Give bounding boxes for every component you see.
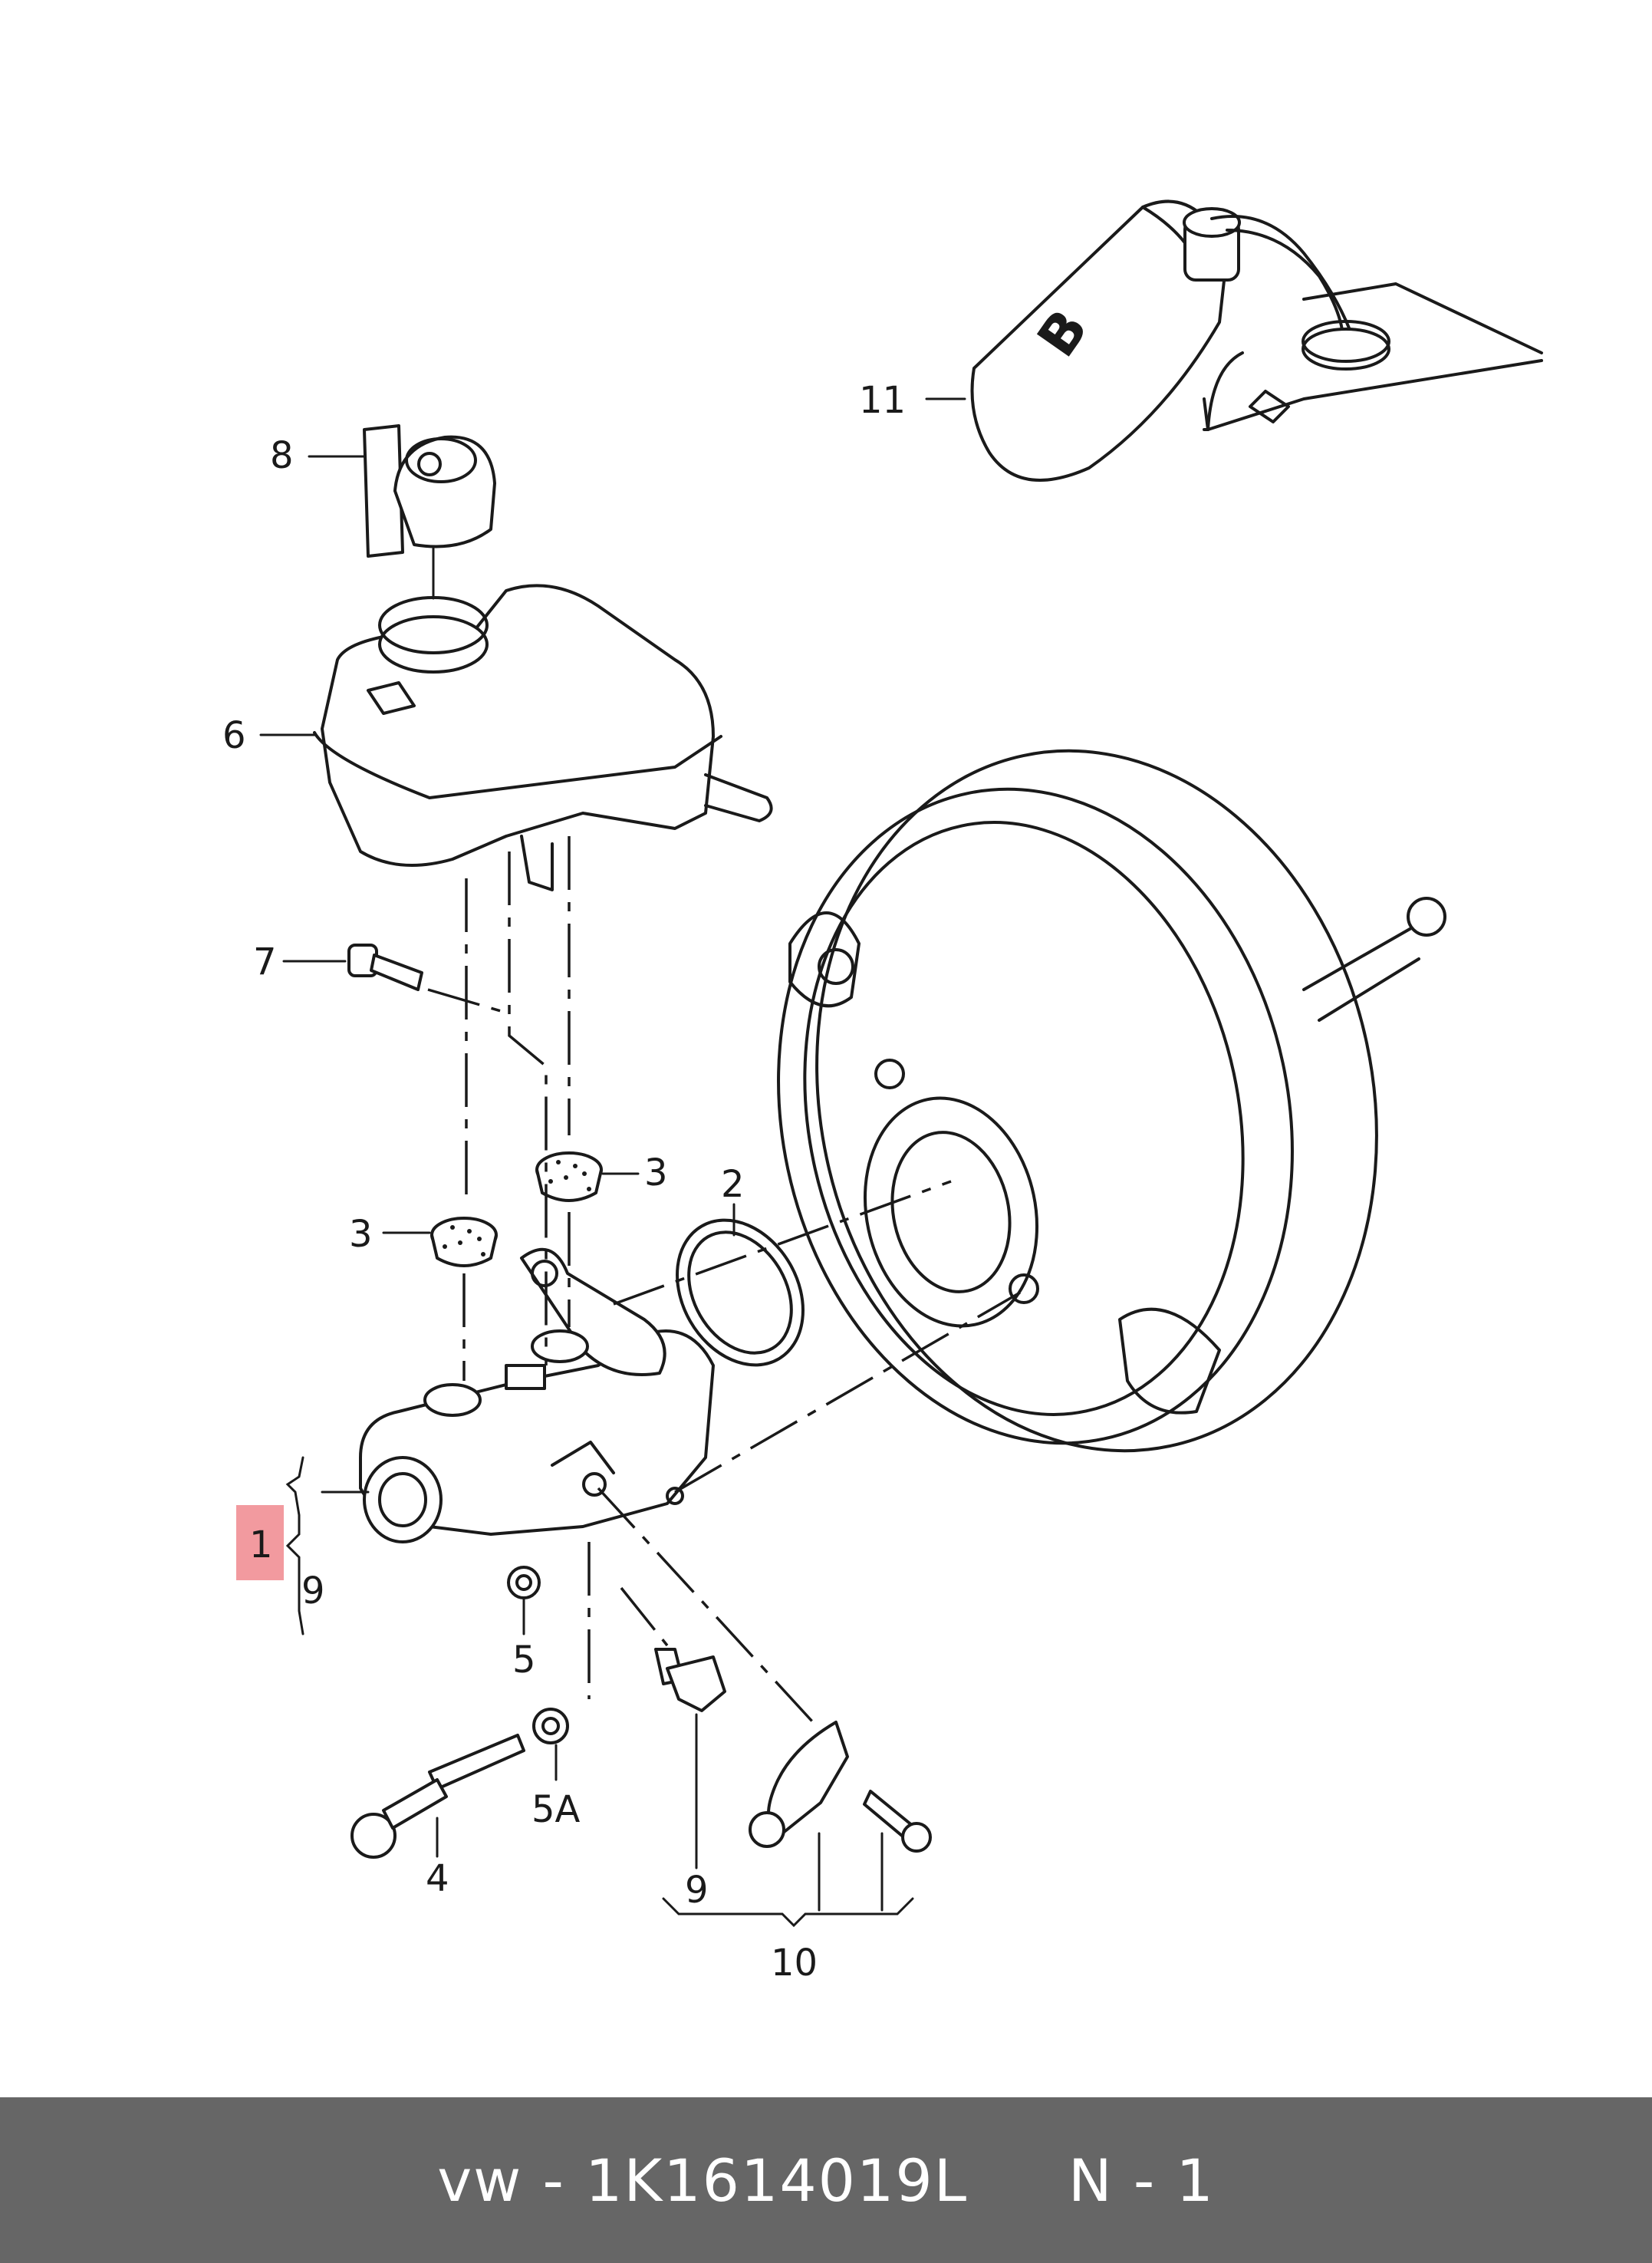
callout-4: 4	[426, 1857, 449, 1900]
callout-labels: 1 2 3 3 4 5 5A 6 7 8 9 9 10 11	[222, 379, 906, 1985]
callout-6: 6	[222, 714, 246, 757]
callout-5a: 5A	[531, 1788, 581, 1831]
callout-10: 10	[771, 1942, 818, 1985]
callout-9-bottom: 9	[685, 1869, 709, 1912]
callout-11: 11	[859, 379, 906, 422]
switch-10-drawing	[749, 1721, 932, 1853]
bolt-4-drawing	[350, 1734, 525, 1859]
reservoir-cap-drawing	[363, 424, 496, 558]
screw-7-drawing	[347, 944, 423, 991]
footer-bar: vw - 1K1614019L N - 1	[0, 2097, 1652, 2263]
callout-7: 7	[253, 940, 277, 983]
callout-9-left: 9	[301, 1570, 325, 1612]
part-number-caption: vw - 1K1614019L N - 1	[437, 2146, 1215, 2215]
nut-5a-drawing	[532, 1708, 569, 1744]
nut-5-drawing	[507, 1566, 541, 1599]
callout-5: 5	[512, 1639, 536, 1682]
inset-hose-connection-drawing: B	[970, 199, 1543, 482]
callout-2: 2	[721, 1163, 745, 1206]
callout-1: 1	[249, 1523, 273, 1566]
seal-ring-drawing	[676, 1218, 805, 1367]
leader-lines	[259, 397, 966, 1928]
brake-booster-drawing	[777, 749, 1446, 1453]
reservoir-drawing	[313, 584, 773, 891]
callout-1-highlight	[236, 1505, 284, 1580]
assembly-lines	[427, 547, 1021, 1724]
grommet-right-drawing	[535, 1151, 603, 1202]
callout-3-left: 3	[349, 1213, 373, 1256]
parts-exploded-diagram: B	[222, 199, 1543, 1985]
sensor-9-drawing	[654, 1648, 726, 1712]
callout-3-right: 3	[644, 1151, 668, 1194]
grommet-left-drawing	[430, 1217, 498, 1267]
callout-8: 8	[270, 434, 294, 477]
master-cylinder-drawing	[359, 1247, 715, 1543]
